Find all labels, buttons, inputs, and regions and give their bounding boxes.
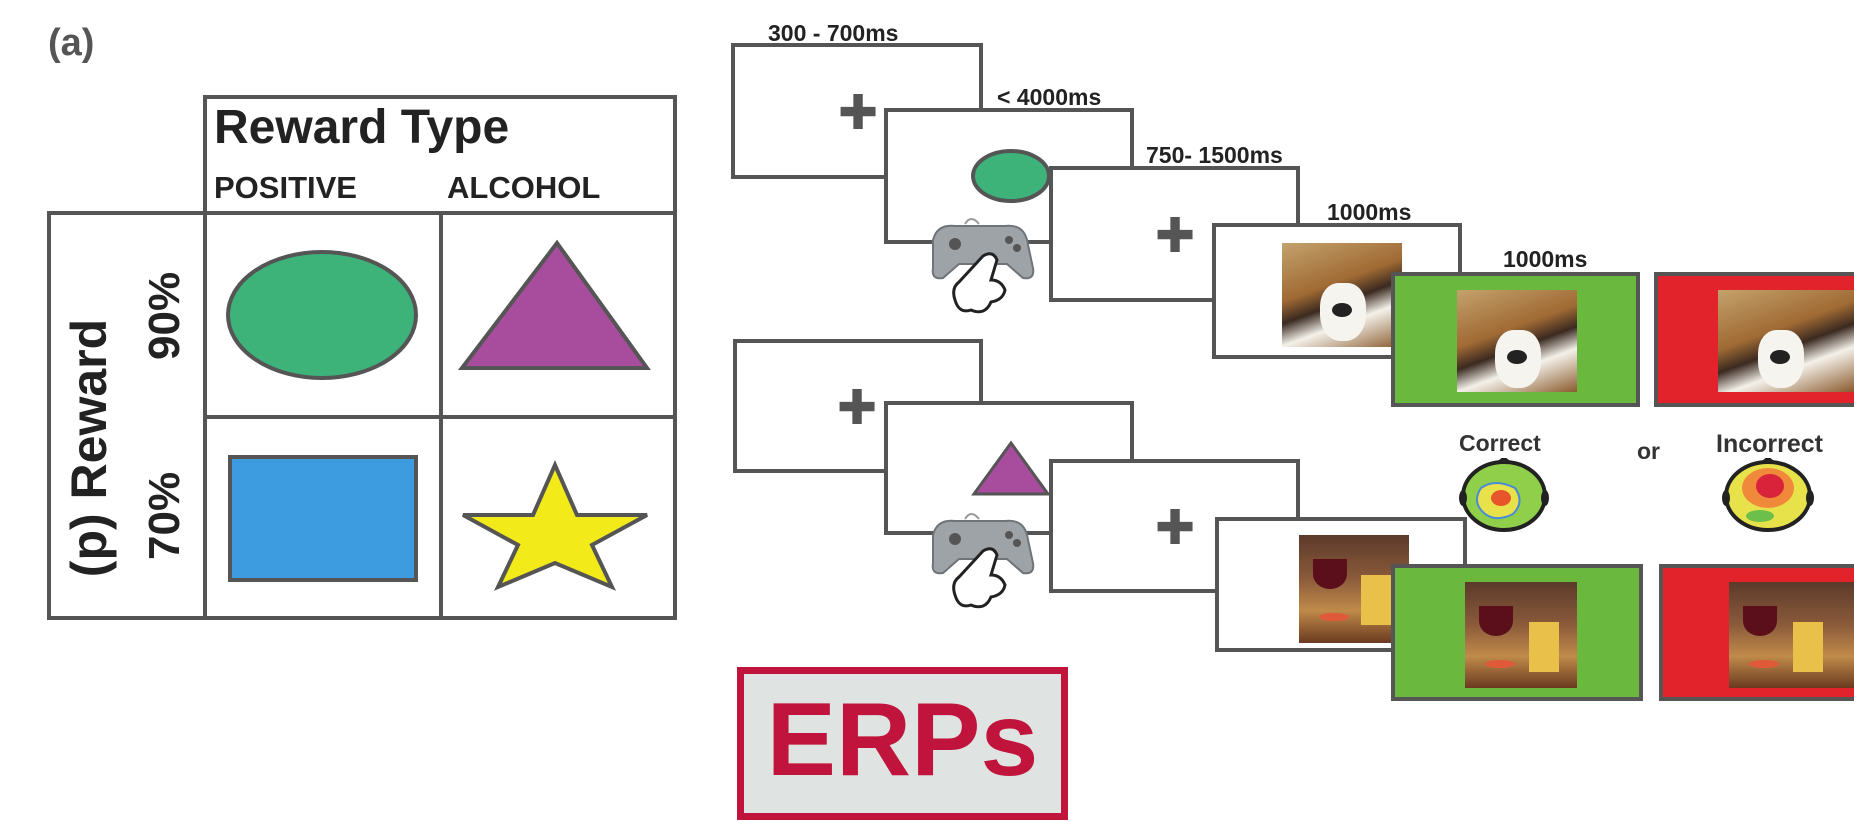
table-border (47, 211, 51, 620)
correct-feedback-frame (1391, 564, 1643, 701)
incorrect-label: Incorrect (1716, 430, 1823, 458)
yellow-star-icon (462, 460, 648, 591)
erps-label: ERPs (766, 682, 1039, 798)
table-border (47, 616, 677, 620)
timing-label: 300 - 700ms (768, 20, 899, 46)
row-label-70: 70% (140, 471, 189, 560)
green-circle-icon (971, 149, 1051, 203)
correct-feedback-frame (1391, 272, 1640, 407)
purple-triangle-icon (971, 440, 1051, 496)
reward-type-title: Reward Type (214, 101, 510, 154)
fixation-cross-icon: ✚ (1155, 210, 1196, 263)
table-border (203, 95, 677, 99)
table-border (47, 211, 677, 215)
column-header-alcohol: ALCOHOL (447, 170, 601, 205)
alcohol-drinks-photo (1729, 582, 1854, 688)
column-header-positive: POSITIVE (214, 170, 357, 205)
shape-cells (226, 239, 651, 591)
incorrect-feedback-frame (1659, 564, 1854, 701)
reward-probability-label: (p) Reward (61, 318, 117, 578)
fixation-cross-icon: ✚ (837, 382, 878, 435)
erps-box: ERPs (737, 667, 1068, 820)
blue-square-icon (228, 455, 418, 582)
incorrect-scalp-map-icon (1722, 458, 1814, 532)
table-border (203, 95, 207, 620)
dog-photo (1457, 290, 1577, 392)
correct-scalp-map-icon (1459, 458, 1549, 532)
green-circle-icon (226, 250, 418, 380)
gamepad-hand-icon (931, 513, 1035, 609)
alcohol-drinks-photo (1299, 535, 1409, 643)
alcohol-drinks-photo (1465, 582, 1577, 688)
or-label: or (1637, 438, 1660, 464)
correct-label: Correct (1459, 430, 1541, 456)
dog-photo (1718, 290, 1854, 392)
panel-label: (a) (48, 22, 95, 64)
incorrect-feedback-frame (1654, 272, 1854, 407)
row-label-90: 90% (140, 271, 189, 360)
fixation-cross-icon: ✚ (838, 87, 879, 140)
dog-photo (1282, 243, 1402, 347)
timing-label: 1000ms (1503, 246, 1588, 272)
timing-label: 1000ms (1327, 199, 1412, 225)
purple-triangle-icon (457, 239, 651, 370)
fixation-cross-icon: ✚ (1155, 502, 1196, 555)
gamepad-hand-icon (931, 218, 1035, 314)
timing-label: 750- 1500ms (1146, 142, 1283, 168)
table-border (439, 211, 443, 620)
table-border (673, 95, 677, 620)
timing-label: < 4000ms (997, 84, 1102, 110)
